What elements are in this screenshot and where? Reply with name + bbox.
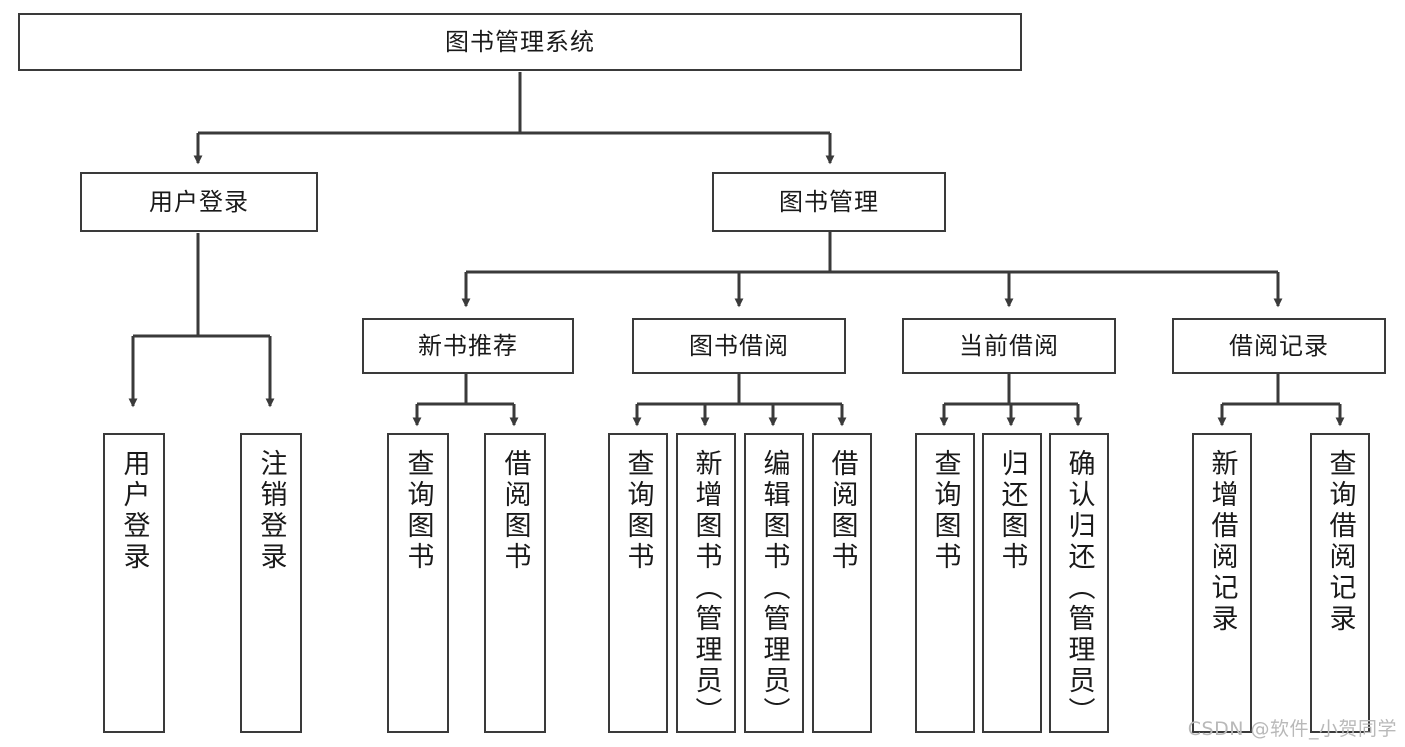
node-leaf-add-book[interactable]: 新增图书（管理员） [676,433,736,733]
node-leaf-add-record[interactable]: 新增借阅记录 [1192,433,1252,733]
node-leaf-query-book-1-label: 查询图书 [402,449,434,573]
node-leaf-return-book[interactable]: 归还图书 [982,433,1042,733]
node-new-book-recommend[interactable]: 新书推荐 [362,318,574,374]
node-leaf-query-book-1[interactable]: 查询图书 [387,433,449,733]
node-user-login[interactable]: 用户登录 [80,172,318,232]
node-leaf-return-book-label: 归还图书 [996,449,1028,573]
node-leaf-query-record-label: 查询借阅记录 [1324,449,1356,635]
node-leaf-user-login-label: 用户登录 [118,449,150,573]
node-borrow-record-label: 借阅记录 [1229,331,1329,360]
node-leaf-borrow-book-2-label: 借阅图书 [826,449,858,573]
node-leaf-add-book-label: 新增图书（管理员） [690,449,722,728]
node-leaf-confirm-return[interactable]: 确认归还（管理员） [1049,433,1109,733]
node-book-management-label: 图书管理 [779,187,879,216]
node-borrow-record[interactable]: 借阅记录 [1172,318,1386,374]
watermark: CSDN @软件_小贺同学 [1187,718,1397,740]
node-user-login-label: 用户登录 [149,187,249,216]
node-leaf-edit-book[interactable]: 编辑图书（管理员） [744,433,804,733]
node-new-book-recommend-label: 新书推荐 [418,331,518,360]
node-leaf-logout[interactable]: 注销登录 [240,433,302,733]
node-current-borrow[interactable]: 当前借阅 [902,318,1116,374]
node-root[interactable]: 图书管理系统 [18,13,1022,71]
node-root-label: 图书管理系统 [445,27,595,56]
node-book-borrow-label: 图书借阅 [689,331,789,360]
node-leaf-add-record-label: 新增借阅记录 [1206,449,1238,635]
node-book-management[interactable]: 图书管理 [712,172,946,232]
node-book-borrow[interactable]: 图书借阅 [632,318,846,374]
node-leaf-borrow-book-2[interactable]: 借阅图书 [812,433,872,733]
node-leaf-user-login[interactable]: 用户登录 [103,433,165,733]
node-leaf-edit-book-label: 编辑图书（管理员） [758,449,790,728]
node-leaf-query-book-3[interactable]: 查询图书 [915,433,975,733]
node-leaf-confirm-return-label: 确认归还（管理员） [1063,449,1095,728]
node-leaf-borrow-book-1-label: 借阅图书 [499,449,531,573]
node-leaf-query-record[interactable]: 查询借阅记录 [1310,433,1370,733]
node-leaf-borrow-book-1[interactable]: 借阅图书 [484,433,546,733]
node-leaf-logout-label: 注销登录 [255,449,287,573]
node-current-borrow-label: 当前借阅 [959,331,1059,360]
node-leaf-query-book-2[interactable]: 查询图书 [608,433,668,733]
node-leaf-query-book-3-label: 查询图书 [929,449,961,573]
node-leaf-query-book-2-label: 查询图书 [622,449,654,573]
